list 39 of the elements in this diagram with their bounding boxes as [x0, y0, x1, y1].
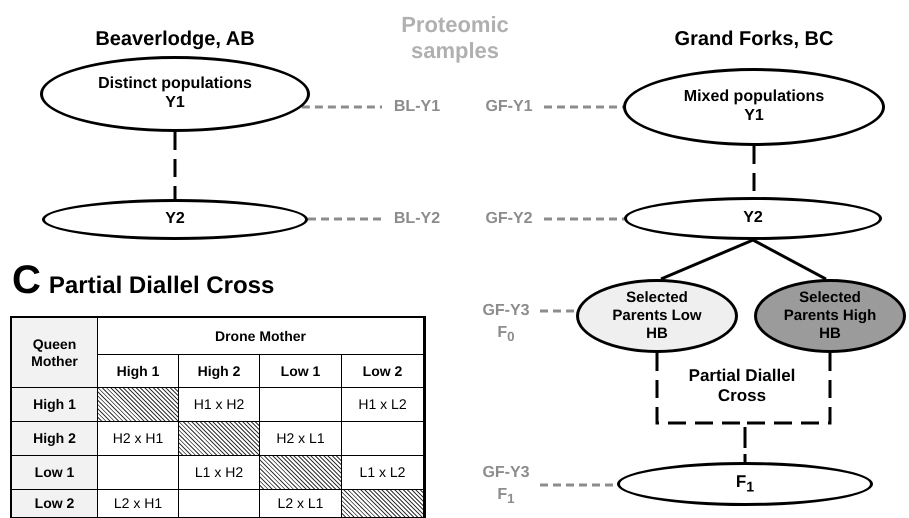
heading: Proteomic samples — [400, 12, 510, 65]
header-cell: Low 1 — [12, 456, 98, 490]
header-cell: Low 2 — [342, 355, 424, 388]
site-heading: Grand Forks, BC — [674, 27, 834, 51]
header-cell: Queen Mother — [12, 318, 98, 388]
sample-label: GF-Y3 F$_{0}$ — [474, 300, 538, 346]
connector-line — [174, 132, 176, 199]
connector-line — [544, 218, 624, 220]
header-cell: Low 2 — [12, 490, 98, 518]
header-cell: High 2 — [179, 355, 260, 388]
ellipse-node: Distinct populations Y1 — [40, 56, 310, 132]
bracket-label: Partial Diallel Cross — [688, 366, 796, 407]
table-cell: L2 x H1 — [98, 490, 179, 518]
sample-label: GF-Y2 — [476, 208, 542, 230]
ellipse-node: F$_{1}$ — [617, 462, 873, 506]
ellipse-node: Mixed populations Y1 — [623, 68, 885, 146]
connector-line — [544, 106, 623, 108]
connector-line — [540, 310, 577, 312]
panel-title: Partial Diallel Cross — [48, 272, 274, 300]
header-cell: High 1 — [12, 388, 98, 422]
panel-letter: C — [12, 258, 41, 303]
connector-line — [302, 106, 382, 108]
sample-label: GF-Y3 F$_{1}$ — [474, 462, 538, 508]
site-heading: Beaverlodge, AB — [94, 27, 256, 51]
connector-line — [744, 353, 832, 462]
connector-line — [660, 238, 754, 280]
connector-line — [308, 218, 382, 220]
sample-label: BL-Y1 — [384, 96, 450, 118]
ellipse-node: Selected Parents High HB — [754, 279, 906, 353]
header-cell: High 2 — [12, 422, 98, 456]
header-cell: Drone Mother — [98, 318, 424, 355]
ellipse-node: Selected Parents Low HB — [576, 279, 738, 353]
connector-line — [752, 238, 827, 280]
ellipse-node: Y2 — [624, 197, 882, 240]
ellipse-node: Y2 — [42, 199, 308, 240]
header-cell: Low 1 — [260, 355, 342, 388]
table-cell: H1 x L2 — [342, 388, 424, 422]
sample-label: BL-Y2 — [384, 208, 450, 230]
sample-label: GF-Y1 — [476, 96, 542, 118]
